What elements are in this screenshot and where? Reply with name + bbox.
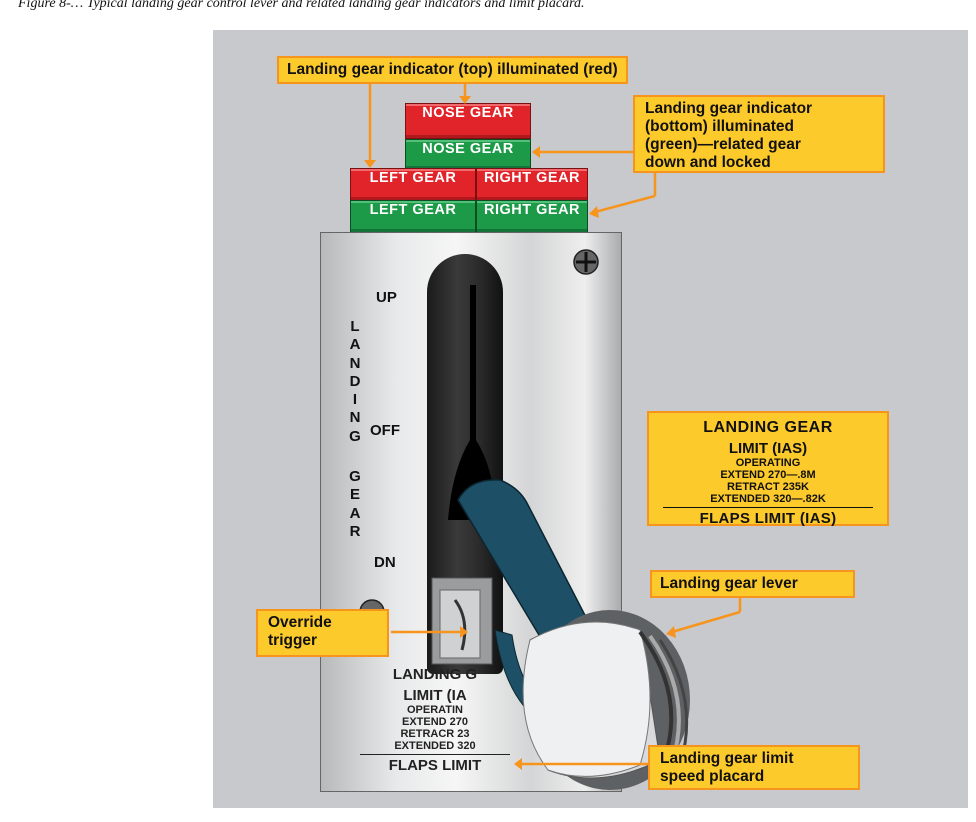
right-gear-top-label: RIGHT GEAR [483,170,581,186]
right-gear-bottom-label: RIGHT GEAR [483,202,581,218]
landing-gear-vertical-label: L A N D I N G G E A R [349,318,361,540]
position-up-label: UP [376,289,397,306]
placard-footer: FLAPS LIMIT (IAS) [699,510,837,527]
right-gear-indicator-bottom: RIGHT GEAR [476,200,588,233]
right-gear-indicator-top: RIGHT GEAR [476,168,588,201]
figure-caption: Figure 8-… Typical landing gear control … [18,0,585,11]
callout-bottom-indicator: Landing gear indicator (bottom) illumina… [633,95,885,173]
engraved-placard-line4: EXTENDED 320 [394,740,476,752]
left-gear-top-label: LEFT GEAR [369,170,457,186]
slot-groove [448,285,496,520]
callout-override-trigger: Override trigger [256,609,389,657]
placard-line2: EXTEND 270—.8M [720,469,816,481]
callout-limit-speed-placard: Landing gear limit speed placard [648,745,860,790]
engraved-placard-line1: OPERATIN [406,704,464,716]
leader-lines [368,80,742,766]
landing-gear-lever-shaft [457,479,591,652]
placard-subtitle: LIMIT (IAS) [728,440,808,457]
engraved-placard-footer: FLAPS LIMIT [388,757,482,774]
left-gear-indicator-top: LEFT GEAR [350,168,476,201]
engraved-placard-line2: EXTEND 270 [401,716,469,728]
screw-icon [573,249,599,275]
left-gear-indicator-bottom: LEFT GEAR [350,200,476,233]
position-off-label: OFF [370,422,400,439]
nose-gear-bottom-label: NOSE GEAR [422,141,514,157]
engraved-placard-title: LANDING G [392,666,478,683]
position-down-label: DN [374,554,396,571]
placard-line1: OPERATING [735,457,801,469]
engraved-limit-placard: LANDING G LIMIT (IA OPERATIN EXTEND 270 … [360,666,510,774]
engraved-placard-subtitle: LIMIT (IA [403,687,467,704]
placard-title: LANDING GEAR [703,419,833,436]
left-gear-bottom-label: LEFT GEAR [369,202,457,218]
callout-landing-gear-lever: Landing gear lever [650,570,855,598]
engraved-placard-divider [360,754,510,755]
landing-gear-limit-placard: LANDING GEAR LIMIT (IAS) OPERATING EXTEN… [647,411,889,527]
engraved-placard-line3: RETRACR 23 [400,728,470,740]
landing-gear-lever-wheel [522,610,690,790]
placard-line3: RETRACT 235K [727,481,809,493]
leader-arrowheads [364,96,676,770]
override-trigger-mechanism [431,577,493,665]
callout-top-indicator: Landing gear indicator (top) illuminated… [277,56,628,84]
placard-line4: EXTENDED 320—.82K [710,493,826,505]
nose-gear-indicator-top: NOSE GEAR [405,103,531,139]
placard-divider [663,507,873,508]
nose-gear-indicator-bottom: NOSE GEAR [405,139,531,170]
nose-gear-top-label: NOSE GEAR [422,105,514,121]
